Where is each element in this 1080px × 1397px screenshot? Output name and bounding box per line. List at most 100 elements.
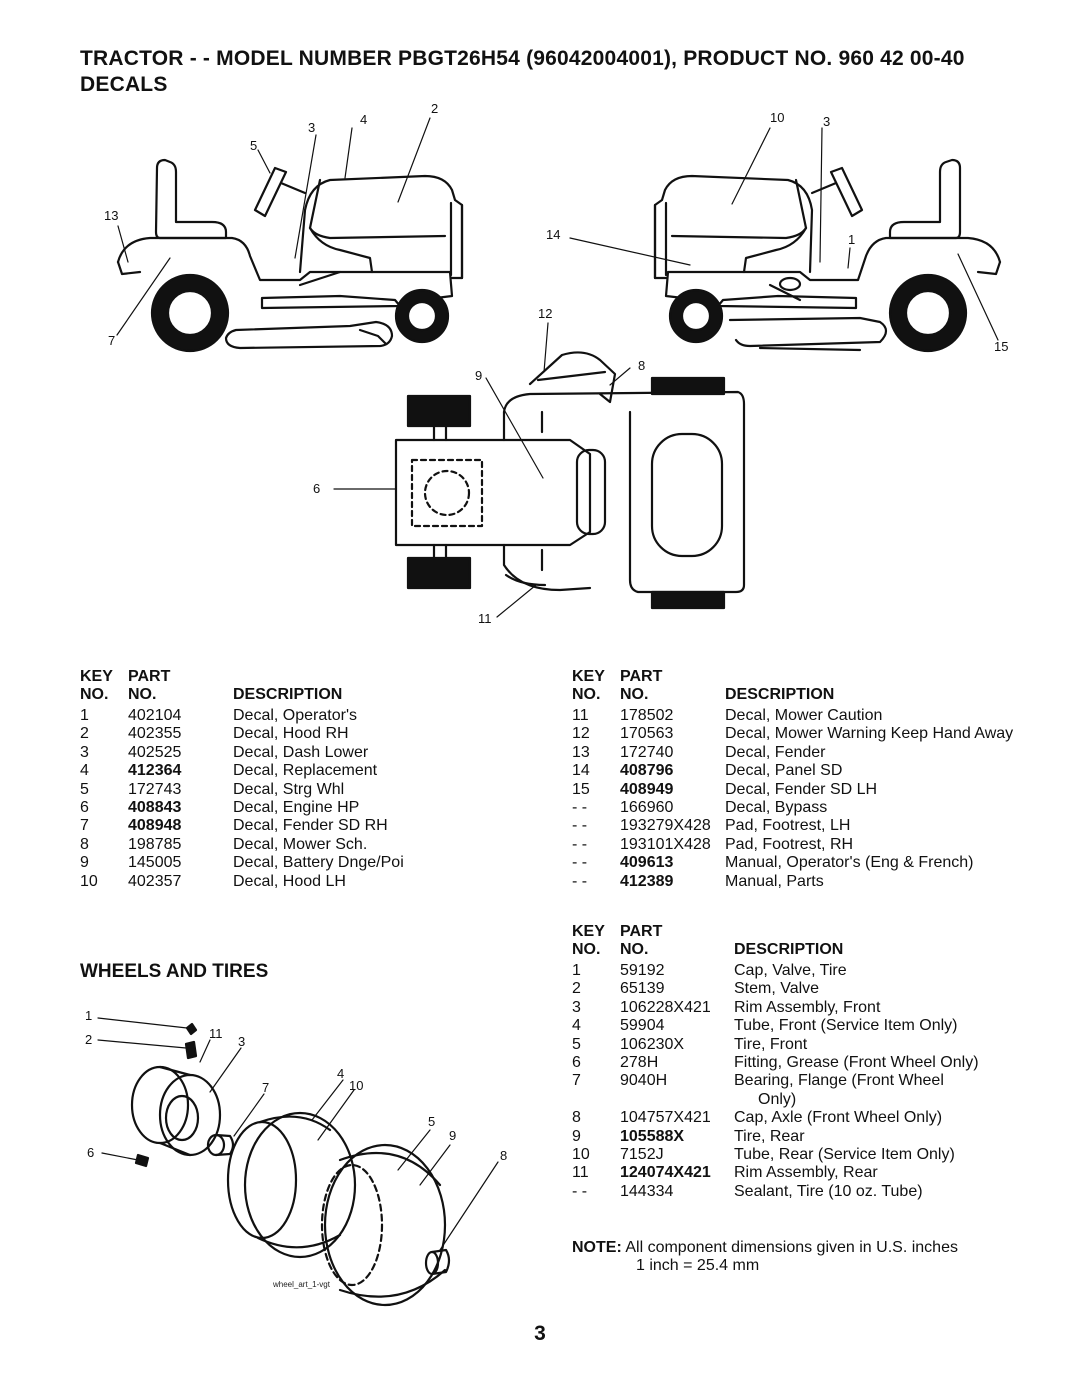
key-number: 5 bbox=[80, 780, 89, 798]
part-description: Decal, Mower Caution bbox=[725, 707, 1013, 725]
key-number: 8 bbox=[80, 835, 89, 853]
col-part-no: NO. bbox=[128, 686, 157, 703]
col-key-no: NO. bbox=[80, 686, 109, 703]
key-number: 14 bbox=[572, 762, 590, 780]
part-description: Cap, Axle (Front Wheel Only) bbox=[734, 1109, 979, 1127]
part-number: 408843 bbox=[128, 799, 182, 817]
description-text: Decal, Mower Warning Keep Hand Away bbox=[725, 725, 1014, 743]
callout-3b: 3 bbox=[823, 114, 830, 129]
note-line2: 1 inch = 25.4 mm bbox=[636, 1257, 760, 1275]
part-number: 65139 bbox=[620, 980, 665, 998]
part-number: 105588X bbox=[620, 1127, 685, 1145]
description-text: Cap, Valve, Tire bbox=[734, 962, 847, 979]
part-number: 408796 bbox=[620, 762, 674, 780]
description-text: Decal, Mower Caution bbox=[725, 707, 883, 724]
part-description: Tire, Rear bbox=[734, 1128, 979, 1146]
col-description: DESCRIPTION bbox=[725, 686, 835, 703]
part-description: Decal, Fender SD LH bbox=[725, 781, 1013, 799]
col-key-no: NO. bbox=[572, 941, 601, 958]
table-row: 3 106228X421 Rim Assembly, Front bbox=[572, 999, 979, 1017]
callout-8: 8 bbox=[638, 358, 645, 373]
key-number: 6 bbox=[80, 799, 89, 817]
part-description: Manual, Parts bbox=[725, 873, 1013, 891]
description-text: Decal, Hood RH bbox=[233, 725, 349, 743]
description-text: Decal, Hood LH bbox=[233, 872, 346, 890]
col-part-no: NO. bbox=[620, 941, 649, 958]
key-number: 15 bbox=[572, 780, 590, 798]
wheel-exploded-view bbox=[130, 1022, 451, 1307]
wheel-callout-10: 10 bbox=[349, 1078, 363, 1093]
wheel-callout-11: 11 bbox=[209, 1026, 223, 1041]
table-row: 6 408843 Decal, Engine HP bbox=[80, 799, 404, 817]
part-number: 106228X421 bbox=[620, 998, 711, 1016]
section-title-wheels: WHEELS AND TIRES bbox=[80, 961, 269, 982]
description-text: Tube, Rear (Service Item Only) bbox=[734, 1146, 955, 1164]
key-number: - - bbox=[572, 817, 588, 835]
part-description: Rim Assembly, Front bbox=[734, 999, 979, 1017]
part-number: 7152J bbox=[620, 1146, 664, 1164]
part-description: Stem, Valve bbox=[734, 980, 979, 998]
description-text: Decal, Replacement bbox=[233, 762, 378, 780]
col-key-no: NO. bbox=[572, 686, 601, 703]
note-line1: All component dimensions given in U.S. i… bbox=[625, 1239, 958, 1256]
part-number: 166960 bbox=[620, 799, 674, 817]
col-key: KEY bbox=[572, 923, 605, 940]
description-text: Tube, Front (Service Item Only) bbox=[734, 1017, 958, 1035]
callout-3: 3 bbox=[308, 120, 315, 135]
description-text: Bearing, Flange (Front Wheel bbox=[734, 1072, 944, 1090]
tractor-right-view bbox=[653, 158, 1002, 352]
part-description: Decal, Engine HP bbox=[233, 799, 404, 817]
part-description: Decal, Replacement bbox=[233, 762, 404, 780]
description-text: Decal, Fender SD LH bbox=[725, 780, 878, 798]
description-text: Manual, Operator's (Eng & French) bbox=[725, 854, 974, 872]
part-description: Pad, Footrest, LH bbox=[725, 817, 1013, 835]
key-number: 2 bbox=[572, 980, 581, 998]
part-number: 402355 bbox=[128, 725, 182, 743]
part-number: 402104 bbox=[128, 707, 182, 724]
part-description: Pad, Footrest, RH bbox=[725, 836, 1013, 854]
wheel-callout-5: 5 bbox=[428, 1114, 435, 1129]
part-description: Sealant, Tire (10 oz. Tube) bbox=[734, 1183, 979, 1201]
description-text: Decal, Engine HP bbox=[233, 799, 360, 817]
callout-15: 15 bbox=[994, 339, 1008, 354]
part-description: Decal, Bypass bbox=[725, 799, 1013, 817]
section-title-decals: DECALS bbox=[80, 73, 168, 96]
callout-10: 10 bbox=[770, 110, 784, 125]
callout-7: 7 bbox=[108, 333, 115, 348]
key-number: 1 bbox=[80, 707, 89, 724]
key-number: 8 bbox=[572, 1109, 581, 1127]
description-text: Decal, Mower Sch. bbox=[233, 835, 368, 853]
description-text: Decal, Fender SD RH bbox=[233, 817, 388, 835]
description-text: Tire, Rear bbox=[734, 1127, 805, 1145]
description-text: Rim Assembly, Rear bbox=[734, 1164, 878, 1182]
key-number: 3 bbox=[572, 998, 581, 1016]
part-number: 178502 bbox=[620, 707, 674, 724]
wheel-callout-6: 6 bbox=[87, 1145, 94, 1160]
col-description: DESCRIPTION bbox=[233, 686, 343, 703]
page-title: TRACTOR - - MODEL NUMBER PBGT26H54 (9604… bbox=[80, 47, 965, 70]
description-text: Rim Assembly, Front bbox=[734, 998, 881, 1016]
part-number: 145005 bbox=[128, 854, 182, 872]
